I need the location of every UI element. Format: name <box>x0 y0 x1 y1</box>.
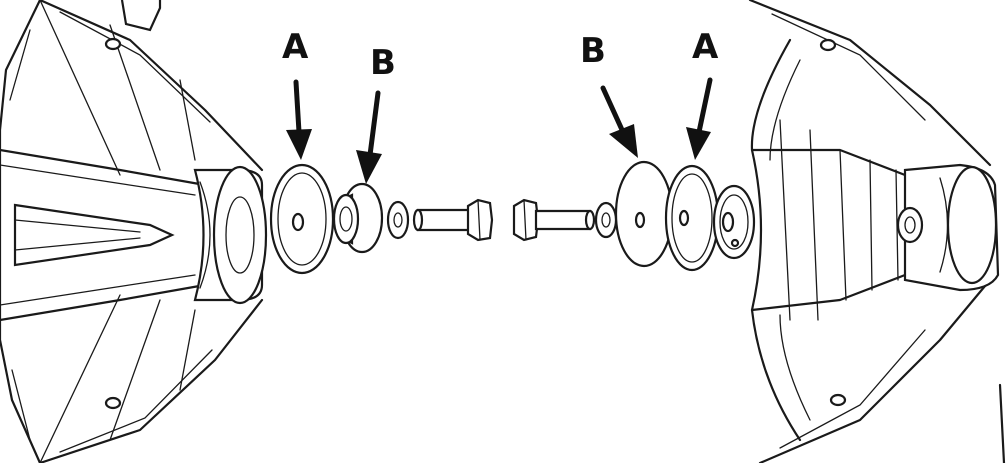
right-bracket-housing <box>748 0 1006 463</box>
left-bolt <box>412 198 494 242</box>
callout-label-left-b: B <box>370 43 396 83</box>
callout-arrow-right-b <box>600 85 638 158</box>
callout-label-left-a: A <box>282 27 309 67</box>
callout-arrow-right-a <box>686 77 713 160</box>
right-lock-washer <box>594 201 618 239</box>
right-spacer <box>712 184 756 260</box>
left-spacer-bushing-b <box>332 182 384 254</box>
callout-arrow-left-a <box>286 79 312 160</box>
callout-label-right-b: B <box>580 31 606 71</box>
right-washer-a <box>664 164 720 272</box>
left-bracket-housing <box>0 0 268 463</box>
left-lock-washer <box>386 200 410 240</box>
right-washer-b <box>614 160 674 268</box>
callout-label-right-a: A <box>692 27 719 67</box>
callout-arrow-left-b <box>356 90 382 184</box>
right-bolt <box>512 198 596 242</box>
left-flat-washer-a <box>269 163 335 275</box>
